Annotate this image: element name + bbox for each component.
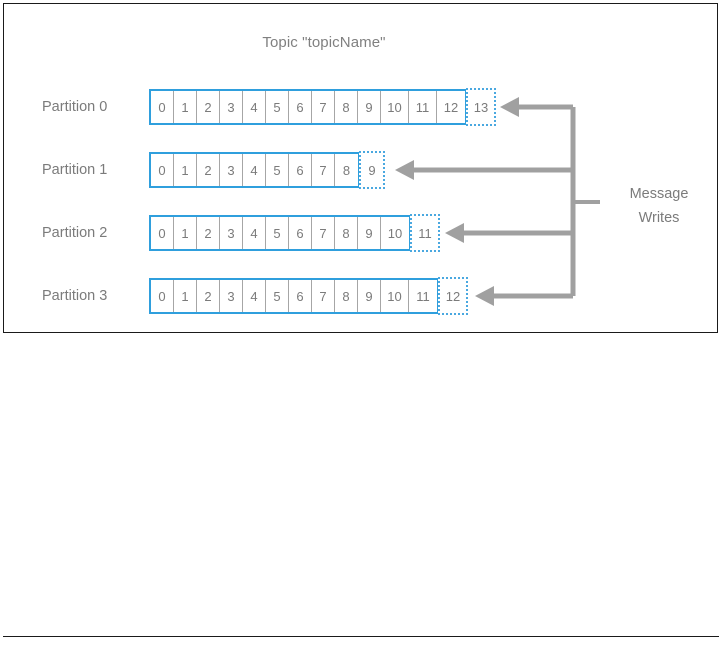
offset-cell: 4 xyxy=(243,280,266,312)
offset-cell: 8 xyxy=(335,280,358,312)
offset-cell: 9 xyxy=(358,91,381,123)
offset-cell: 5 xyxy=(266,280,289,312)
offset-cell: 5 xyxy=(266,154,289,186)
offset-cell: 9 xyxy=(358,280,381,312)
offset-cell: 4 xyxy=(243,217,266,249)
offset-cell: 1 xyxy=(174,91,197,123)
offset-cell: 6 xyxy=(289,280,312,312)
offset-cell: 4 xyxy=(243,154,266,186)
pending-offset-cell-2: 11 xyxy=(410,214,440,252)
offset-cell: 2 xyxy=(197,217,220,249)
partition-label-0: Partition 0 xyxy=(42,99,108,115)
pending-offset-cell-3: 12 xyxy=(438,277,468,315)
offset-cell: 3 xyxy=(220,154,243,186)
offset-cell: 7 xyxy=(312,154,335,186)
pending-offset-cell-1: 9 xyxy=(359,151,385,189)
offset-cell: 1 xyxy=(174,217,197,249)
message-writes-label: Message Writes xyxy=(605,182,713,230)
offset-cell: 0 xyxy=(151,280,174,312)
offset-cell: 1 xyxy=(174,280,197,312)
arrowhead-partition-1 xyxy=(395,160,414,180)
offset-cell: 0 xyxy=(151,217,174,249)
offset-cell: 8 xyxy=(335,154,358,186)
offset-cell: 8 xyxy=(335,91,358,123)
offset-cell: 11 xyxy=(409,280,437,312)
arrowhead-partition-0 xyxy=(500,97,519,117)
offset-cell: 2 xyxy=(197,154,220,186)
offset-cell: 11 xyxy=(409,91,437,123)
offset-cell: 6 xyxy=(289,154,312,186)
offset-cell: 10 xyxy=(381,217,409,249)
offset-cell: 6 xyxy=(289,217,312,249)
offset-cell: 0 xyxy=(151,154,174,186)
page-divider-rule xyxy=(3,636,719,637)
offset-cell: 2 xyxy=(197,280,220,312)
offset-cell: 7 xyxy=(312,217,335,249)
arrowhead-partition-2 xyxy=(445,223,464,243)
offset-cell: 0 xyxy=(151,91,174,123)
partition-label-1: Partition 1 xyxy=(42,162,108,178)
offset-cell: 6 xyxy=(289,91,312,123)
page-title: Topic "topicName" xyxy=(262,34,386,51)
offset-cell: 7 xyxy=(312,91,335,123)
offset-cell: 9 xyxy=(358,217,381,249)
offset-cell: 3 xyxy=(220,91,243,123)
offset-cell: 12 xyxy=(437,91,465,123)
message-writes-line-2: Writes xyxy=(638,210,680,226)
offset-cell: 3 xyxy=(220,280,243,312)
partition-label-3: Partition 3 xyxy=(42,288,108,304)
offset-cell: 5 xyxy=(266,217,289,249)
partition-label-2: Partition 2 xyxy=(42,225,108,241)
offset-cell: 2 xyxy=(197,91,220,123)
offset-cell: 10 xyxy=(381,280,409,312)
offset-cell: 10 xyxy=(381,91,409,123)
offset-cell: 1 xyxy=(174,154,197,186)
offset-cell: 3 xyxy=(220,217,243,249)
arrowhead-partition-3 xyxy=(475,286,494,306)
offset-cell: 7 xyxy=(312,280,335,312)
pending-offset-cell-0: 13 xyxy=(466,88,496,126)
offset-cell: 4 xyxy=(243,91,266,123)
message-writes-line-1: Message xyxy=(629,186,689,202)
offset-cell: 8 xyxy=(335,217,358,249)
offset-cell: 5 xyxy=(266,91,289,123)
